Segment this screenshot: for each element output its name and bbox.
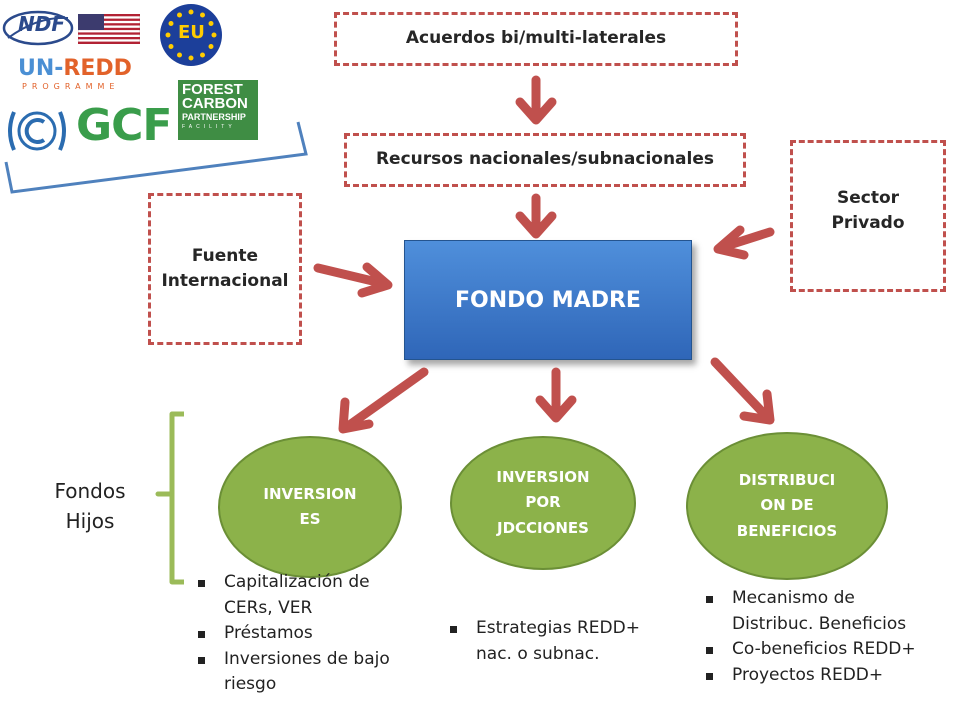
fondos-hijos-label: Fondos Hijos: [40, 476, 140, 536]
distribucion-bullets: Mecanismo de Distribuc. Beneficios Co-be…: [702, 586, 952, 688]
fondo-madre-label: FONDO MADRE: [455, 287, 641, 313]
gcf-logo-text: GCF: [76, 100, 172, 151]
distribucion-line1: DISTRIBUCI: [738, 470, 836, 489]
inversiones-oval: INVERSION ES: [218, 436, 402, 578]
arrow-fondo-to-inversiones: [338, 367, 429, 434]
bullet-text-cont: riesgo: [224, 674, 277, 694]
arrow-fuente-to-fondo: [313, 262, 393, 298]
fcpf-forest-text: FOREST: [182, 81, 243, 98]
bullet-text-cont: Distribuc. Beneficios: [732, 613, 907, 634]
fcpf-carbon-text: CARBON: [182, 95, 248, 112]
list-item: Mecanismo de Distribuc. Beneficios: [702, 586, 952, 637]
fuente-internacional-box: Fuente Internacional: [148, 193, 302, 345]
us-flag-icon: [78, 14, 140, 44]
bullet-text: Inversiones de bajo: [224, 648, 390, 669]
acuerdos-label: Acuerdos bi/multi-laterales: [405, 28, 667, 49]
ndf-logo: [2, 10, 74, 46]
bullet-text: Proyectos REDD+: [732, 664, 884, 685]
fuente-label-line1: Fuente: [191, 245, 259, 266]
jdcciones-line2: POR: [525, 493, 561, 512]
fcpf-partnership-text: PARTNERSHIP: [182, 112, 246, 122]
sector-label-line1: Sector: [836, 187, 900, 208]
distribucion-line3: BENEFICIOS: [736, 521, 838, 540]
fuente-label-line2: Internacional: [161, 271, 289, 291]
ndf-logo-text: NDF: [18, 12, 66, 36]
bullet-text-cont: CERs, VER: [224, 597, 313, 618]
unredd-redd-text: REDD: [63, 56, 132, 81]
jdcciones-line3: JDCCIONES: [496, 518, 589, 537]
fondos-hijos-brace: [155, 411, 184, 585]
eu-logo-text: EU: [178, 22, 205, 43]
unredd-programme-text: PROGRAMME: [22, 82, 120, 91]
distribucion-line2: ON DE: [760, 496, 814, 515]
jdcciones-bullets: Estrategias REDD+ nac. o subnac.: [446, 616, 686, 667]
fcpf-logo: FOREST CARBON PARTNERSHIP FACILITY: [178, 80, 258, 140]
inversiones-line1: INVERSION: [263, 484, 357, 503]
arrow-fondo-to-distribucion: [710, 357, 775, 425]
arrow-sector-to-fondo: [713, 225, 775, 260]
bullet-text: Estrategias REDD+: [476, 618, 640, 638]
list-item: Capitalización de CERs, VER: [194, 570, 434, 621]
arrow-acuerdos-to-recursos: [515, 75, 557, 125]
fcpf-facility-text: FACILITY: [182, 124, 236, 130]
arrow-fondo-to-jdcciones: [535, 367, 577, 423]
fondo-madre-box: FONDO MADRE: [404, 240, 692, 360]
unfccc-emblem-icon: [8, 111, 66, 151]
arrow-recursos-to-fondo: [515, 193, 557, 239]
acuerdos-box: Acuerdos bi/multi-laterales: [334, 12, 738, 66]
logos-bracket: [4, 121, 308, 194]
fondos-hijos-line2: Hijos: [65, 509, 115, 533]
jdcciones-line1: INVERSION: [496, 467, 590, 486]
eu-logo: [160, 4, 222, 66]
recursos-box: Recursos nacionales/subnacionales: [344, 133, 746, 187]
list-item: Inversiones de bajo riesgo: [194, 647, 434, 698]
jdcciones-oval: INVERSION POR JDCCIONES: [450, 436, 636, 570]
bullet-text: Mecanismo de: [732, 588, 855, 608]
sector-privado-box: Sector Privado: [790, 140, 946, 292]
bullet-text-cont: nac. o subnac.: [476, 643, 600, 664]
inversiones-bullets: Capitalización de CERs, VER Préstamos In…: [194, 570, 434, 698]
unredd-logo: UN-REDD: [18, 56, 132, 81]
distribucion-oval: DISTRIBUCI ON DE BENEFICIOS: [686, 432, 888, 580]
bullet-text: Préstamos: [224, 623, 313, 643]
sector-label-line2: Privado: [831, 213, 905, 233]
list-item: Préstamos: [194, 621, 434, 647]
list-item: Co-beneficios REDD+: [702, 637, 952, 663]
list-item: Estrategias REDD+ nac. o subnac.: [446, 616, 686, 667]
unredd-un-text: UN-: [18, 56, 64, 81]
bullet-text: Co-beneficios REDD+: [732, 639, 916, 659]
bullet-text: Capitalización de: [224, 572, 370, 592]
inversiones-line2: ES: [299, 510, 321, 528]
fondos-hijos-line1: Fondos: [54, 479, 126, 503]
recursos-label: Recursos nacionales/subnacionales: [375, 149, 715, 170]
list-item: Proyectos REDD+: [702, 663, 952, 689]
